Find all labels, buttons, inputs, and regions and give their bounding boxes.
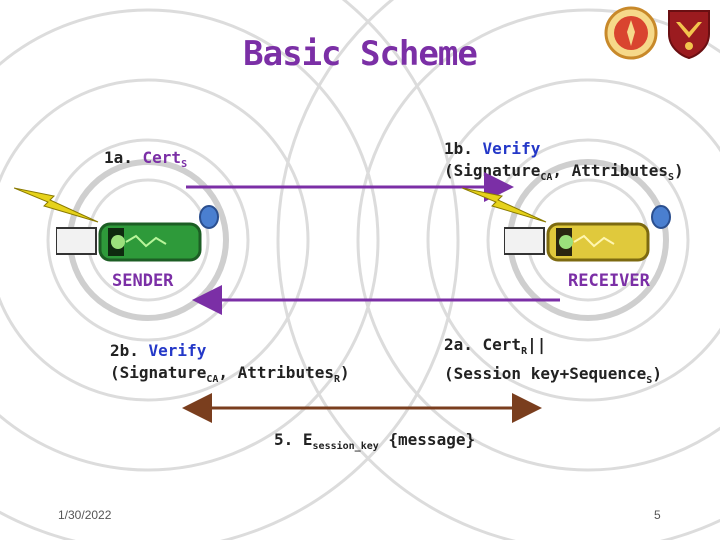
step-5-label: 5. Esession_key {message} [274,430,476,453]
step-1b-label: 1b. Verify (SignatureCA, AttributesS) [444,139,684,184]
sender-label: SENDER [112,271,174,291]
shield-logo [668,10,710,60]
lightning-icon [462,187,547,223]
antenna-icon [199,205,219,229]
page-number: 5 [654,508,661,522]
antenna-icon [651,205,671,229]
sender-car-icon [56,222,202,262]
page-title: Basic Scheme [243,34,478,74]
lightning-icon [14,187,99,223]
step-1a-label: 1a. CertS [104,148,188,171]
step-2a-label: 2a. CertR|| (Session key+SequenceS) [444,335,662,387]
university-logo [604,6,658,60]
step-2b-label: 2b. Verify (SignatureCA, AttributesR) [110,341,350,386]
footer-date: 1/30/2022 [58,508,112,522]
receiver-label: RECEIVER [568,271,650,291]
receiver-car-icon [504,222,650,262]
